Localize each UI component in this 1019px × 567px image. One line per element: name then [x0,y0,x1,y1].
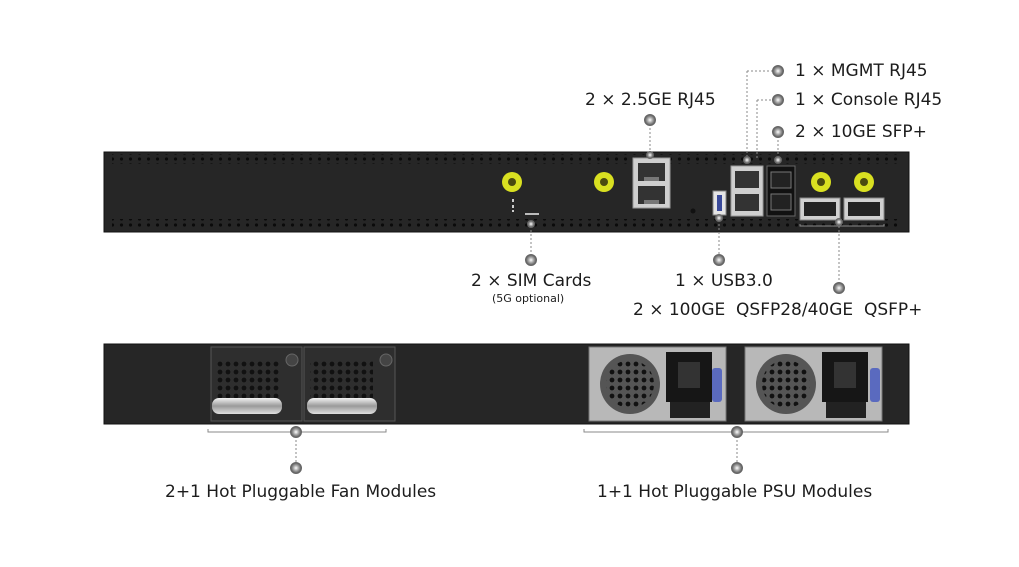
psu-modules-label: 1+1 Hot Pluggable PSU Modules [597,482,873,502]
status-leds [512,199,514,212]
bottom-vent-row [112,219,902,229]
antenna-connector-3 [811,172,831,192]
psu-module-1 [588,346,727,422]
rj45-label: 2 × 2.5GE RJ45 [585,90,716,110]
fan-module-1 [210,346,303,422]
sim-slot [525,213,539,215]
top-vent-row [112,154,902,164]
usb-label: 1 × USB3.0 [675,271,773,291]
psu-module-2 [744,346,883,422]
sim-label: 2 × SIM Cards [471,271,592,291]
sfp-plus-ports [766,165,796,217]
reset-hole [690,208,696,214]
callout-markers [290,65,845,474]
sfp-label: 2 × 10GE SFP+ [795,122,927,142]
antenna-connector-4 [854,172,874,192]
qsfp-ports [799,197,885,221]
fan-modules-label: 2+1 Hot Pluggable Fan Modules [165,482,437,502]
usb-port [712,190,727,216]
sim-note-label: (5G optional) [492,292,565,305]
mgmt-console-rj45-ports [730,165,764,217]
mgmt-label: 1 × MGMT RJ45 [795,61,928,81]
qsfp-label: 2 × 100GE QSFP28/40GE QSFP+ [633,300,923,320]
rj45-2-5ge-ports [632,157,671,209]
antenna-connector-1 [502,172,522,192]
fan-module-2 [303,346,396,422]
console-label: 1 × Console RJ45 [795,90,943,110]
antenna-connector-2 [594,172,614,192]
